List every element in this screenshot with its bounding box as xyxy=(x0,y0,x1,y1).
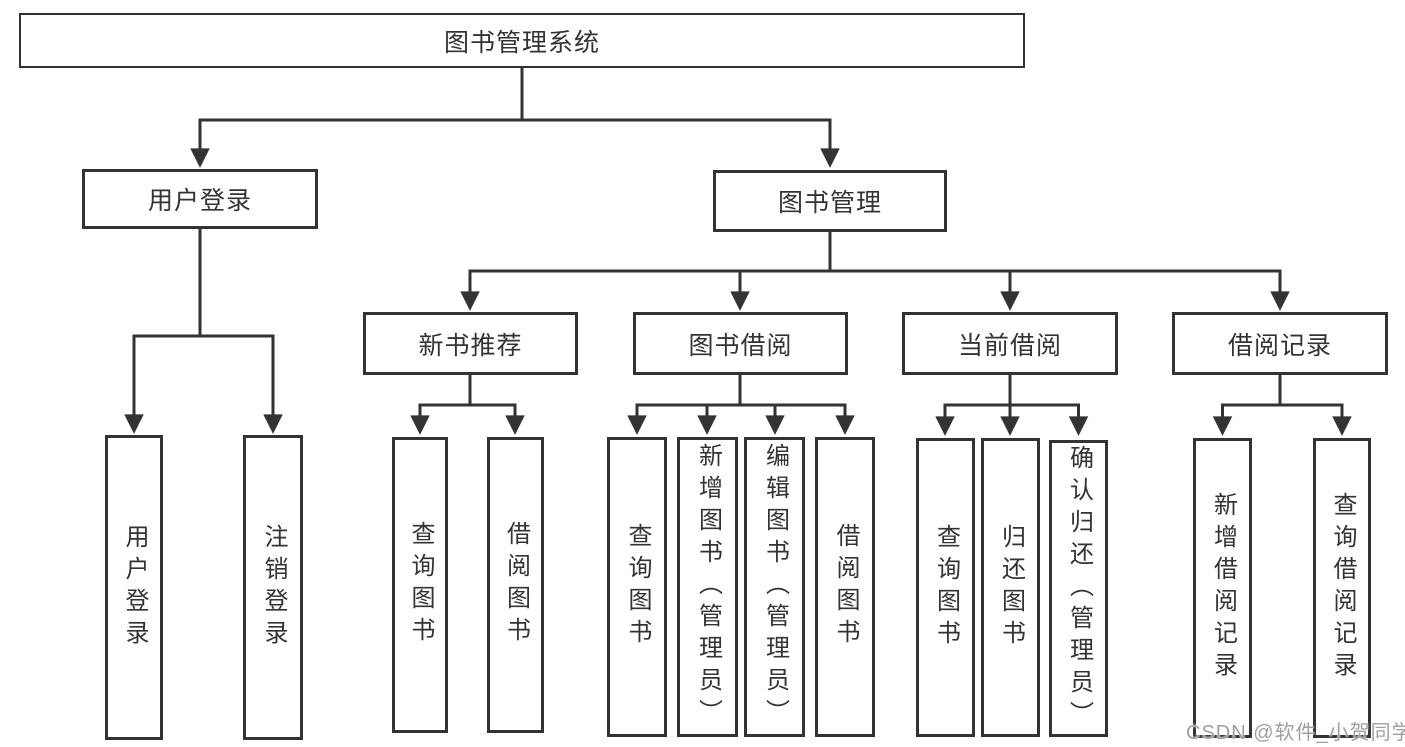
leaf-borrow-books-borrowing: 借阅图书 xyxy=(815,437,875,737)
node-library-management-system: 图书管理系统 xyxy=(19,13,1025,68)
node-label: 图书管理系统 xyxy=(443,28,600,57)
node-label: 用户登录 xyxy=(121,523,148,652)
node-label: 当前借阅 xyxy=(957,331,1062,360)
leaf-query-books-borrowing: 查询图书 xyxy=(607,437,667,737)
leaf-borrow-books-recommend: 借阅图书 xyxy=(487,437,544,733)
node-label: 借阅图书 xyxy=(502,521,530,649)
node-current-borrowing: 当前借阅 xyxy=(902,312,1118,375)
leaf-add-books-admin: 新增图书（管理员） xyxy=(677,437,738,737)
node-label: 借阅记录 xyxy=(1227,331,1332,360)
node-label: 新增图书（管理员） xyxy=(694,443,722,731)
node-label: 查询借阅记录 xyxy=(1329,492,1356,684)
node-label: 查询图书 xyxy=(624,523,651,651)
leaf-logout: 注销登录 xyxy=(243,435,303,740)
leaf-query-books-recommend: 查询图书 xyxy=(392,437,448,733)
node-label: 注销登录 xyxy=(260,523,287,652)
node-label: 用户登录 xyxy=(147,187,252,215)
node-label: 查询图书 xyxy=(407,521,434,649)
leaf-query-borrow-record: 查询借阅记录 xyxy=(1313,438,1371,738)
node-new-book-recommendation: 新书推荐 xyxy=(363,312,578,375)
node-label: 新书推荐 xyxy=(418,331,523,360)
csdn-watermark: CSDN @软件_小贺同学 xyxy=(1186,722,1405,744)
leaf-confirm-return-admin: 确认归还（管理员） xyxy=(1049,440,1108,737)
leaf-user-login: 用户登录 xyxy=(105,435,163,740)
node-book-management: 图书管理 xyxy=(713,170,947,232)
node-borrowing-records: 借阅记录 xyxy=(1172,312,1388,375)
node-label: 新增借阅记录 xyxy=(1209,492,1237,684)
node-label: 编辑图书（管理员） xyxy=(761,443,789,731)
leaf-query-books-current: 查询图书 xyxy=(916,438,975,737)
node-user-login: 用户登录 xyxy=(82,169,318,229)
node-label: 确认归还（管理员） xyxy=(1065,444,1093,733)
node-label: 查询图书 xyxy=(932,523,960,652)
node-book-borrowing: 图书借阅 xyxy=(633,312,848,375)
leaf-add-borrow-record: 新增借阅记录 xyxy=(1193,438,1252,738)
node-label: 图书借阅 xyxy=(688,331,793,360)
leaf-return-books: 归还图书 xyxy=(981,438,1040,737)
node-label: 归还图书 xyxy=(997,523,1025,652)
leaf-edit-books-admin: 编辑图书（管理员） xyxy=(744,437,805,737)
node-label: 图书管理 xyxy=(777,189,882,217)
node-label: 借阅图书 xyxy=(832,523,859,651)
